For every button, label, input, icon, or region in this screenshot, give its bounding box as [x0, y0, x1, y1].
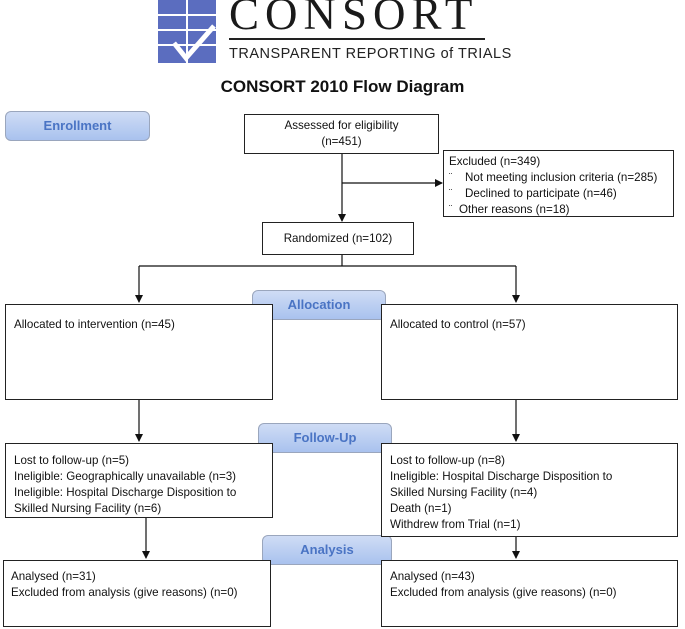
control-allocation-box: Allocated to control (n=57)	[381, 304, 678, 400]
stage-enrollment: Enrollment	[5, 111, 150, 141]
page-title: CONSORT 2010 Flow Diagram	[220, 77, 465, 96]
analysis-line: Analysed (n=43)	[390, 570, 475, 583]
excluded-item: Not meeting inclusion criteria (n=285)	[465, 171, 658, 184]
control-followup-box: Lost to follow-up (n=8) Ineligible: Hosp…	[381, 443, 678, 537]
stage-allocation: Allocation	[252, 290, 386, 320]
assessed-label: Assessed for eligibility	[284, 119, 399, 132]
analysis-line: Analysed (n=31)	[11, 570, 96, 583]
followup-line: Death (n=1)	[390, 502, 452, 515]
assessed-count: (n=451)	[321, 135, 362, 148]
followup-line: Withdrew from Trial (n=1)	[390, 518, 521, 531]
consort-logo-icon	[158, 0, 216, 63]
excluded-box: Excluded (n=349) ¨ Not meeting inclusion …	[443, 150, 674, 217]
randomized-box: Randomized (n=102)	[262, 222, 414, 255]
followup-line: Ineligible: Hospital Discharge Dispositi…	[390, 470, 613, 483]
excluded-item: Declined to participate (n=46)	[465, 187, 617, 200]
followup-line: Skilled Nursing Facility (n=6)	[14, 502, 162, 515]
excluded-header: Excluded (n=349)	[449, 155, 541, 168]
stage-followup: Follow-Up	[258, 423, 392, 453]
consort-wordmark: CONSORT	[229, 0, 479, 39]
followup-line: Ineligible: Geographically unavailable (…	[14, 470, 237, 483]
intervention-allocated-text: Allocated to intervention (n=45)	[14, 318, 175, 331]
control-allocated-text: Allocated to control (n=57)	[390, 318, 526, 331]
intervention-allocation-box: Allocated to intervention (n=45)	[5, 304, 273, 400]
stage-analysis: Analysis	[262, 535, 392, 565]
intervention-followup-box: Lost to follow-up (n=5) Ineligible: Geog…	[5, 443, 273, 518]
control-analysis-box: Analysed (n=43) Excluded from analysis (…	[381, 560, 678, 627]
logo-divider	[229, 38, 485, 40]
analysis-line: Excluded from analysis (give reasons) (n…	[11, 586, 238, 599]
followup-line: Skilled Nursing Facility (n=4)	[390, 486, 538, 499]
bullet-icon: ¨	[449, 188, 453, 199]
followup-line: Lost to follow-up (n=8)	[390, 454, 506, 467]
assessed-box: Assessed for eligibility (n=451)	[244, 114, 439, 154]
followup-line: Lost to follow-up (n=5)	[14, 454, 130, 467]
randomized-label: Randomized (n=102)	[283, 232, 393, 245]
bullet-icon: ¨	[449, 172, 453, 183]
excluded-item: Other reasons (n=18)	[459, 203, 570, 216]
intervention-analysis-box: Analysed (n=31) Excluded from analysis (…	[3, 560, 271, 627]
bullet-icon: ¨	[449, 204, 453, 215]
logo-tagline: TRANSPARENT REPORTING of TRIALS	[229, 46, 512, 62]
followup-line: Ineligible: Hospital Discharge Dispositi…	[14, 486, 237, 499]
analysis-line: Excluded from analysis (give reasons) (n…	[390, 586, 617, 599]
